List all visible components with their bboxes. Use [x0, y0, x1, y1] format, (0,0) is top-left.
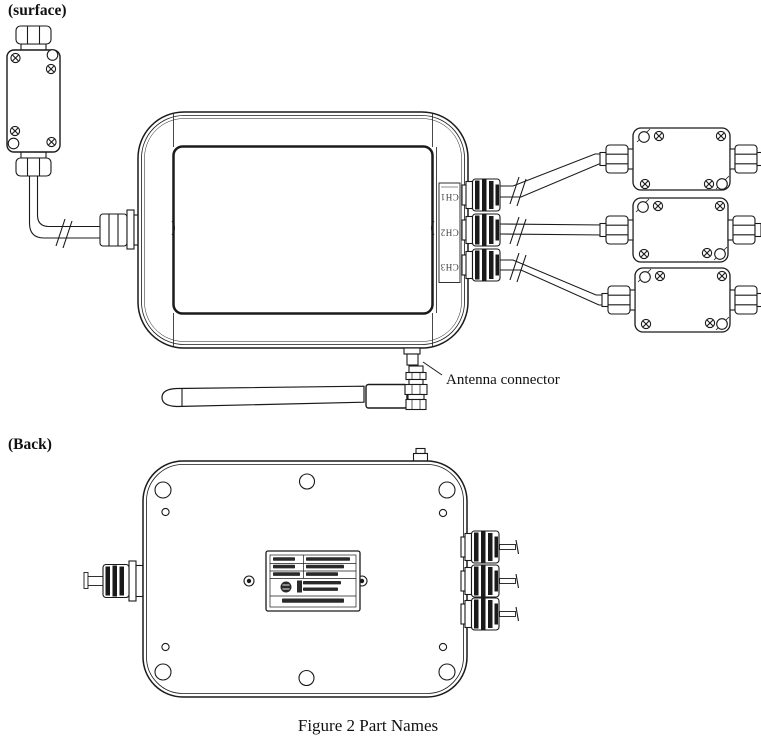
gland-icon: [15, 25, 52, 51]
screw-icon: [9, 125, 21, 137]
cable-break-icon: [516, 218, 527, 247]
screw-icon: [714, 200, 726, 212]
mounting-hole-icon: [46, 49, 59, 61]
screw-icon: [704, 317, 716, 329]
clip-icon: [171, 220, 175, 236]
screw-icon: [46, 136, 57, 148]
channel-3-label: CH3: [440, 262, 459, 272]
screw-icon: [640, 318, 652, 330]
channel-2-label: CH2: [440, 228, 459, 238]
small-hole-icon: [438, 508, 448, 518]
screw-icon: [701, 247, 713, 259]
center-hole-icon: [298, 669, 315, 687]
mounting-hole-icon: [716, 318, 728, 330]
nameplate: [265, 550, 361, 612]
gland-icon: [729, 144, 761, 174]
corner-hole-icon: [438, 481, 456, 499]
surface-view-label: (surface): [8, 2, 67, 19]
back-screw-icon: [243, 575, 255, 587]
sensor-junction-box: [6, 25, 61, 177]
gland-icon: [460, 597, 500, 631]
cert-mark-icon: [280, 581, 292, 593]
cable-break-icon: [509, 176, 520, 205]
mounting-hole-icon: [7, 137, 20, 150]
wire-pin: [515, 539, 520, 555]
antenna-sma-connector: [404, 365, 428, 411]
wire-pin: [499, 544, 516, 550]
screw-icon: [10, 52, 21, 64]
channel-1-label: CH1: [440, 192, 459, 202]
screw-icon: [653, 130, 665, 142]
main-unit-back: [142, 460, 468, 698]
screw-icon: [639, 178, 651, 190]
junction-box-2: [599, 197, 761, 263]
gland-icon: [15, 151, 52, 177]
screw-icon: [638, 248, 650, 260]
corner-hole-icon: [154, 481, 172, 499]
antenna-connector-stub: [403, 347, 421, 366]
gland-icon: [729, 285, 761, 315]
mounting-hole-icon: [639, 271, 651, 283]
back-right-glands: [460, 530, 520, 631]
ch1-connector: [461, 178, 501, 212]
cable-break-icon: [62, 220, 73, 249]
gland-icon: [601, 285, 636, 315]
small-hole-icon: [161, 507, 170, 517]
screw-icon: [45, 63, 57, 75]
back-antenna-stub: [412, 447, 429, 463]
small-hole-icon: [161, 642, 170, 652]
screw-icon: [652, 200, 664, 212]
wire-pin: [499, 578, 516, 584]
leader-line: [422, 361, 443, 376]
main-unit-front: CH1 CH2 CH3: [137, 111, 469, 366]
gland-icon: [599, 215, 634, 245]
gland-icon: [460, 530, 500, 564]
corner-hole-icon: [154, 663, 172, 681]
cable-break-icon: [516, 178, 527, 207]
screw-icon: [654, 270, 666, 282]
back-view: (Back): [8, 436, 520, 698]
screw-icon: [703, 178, 715, 190]
ch3-connector: [461, 248, 501, 282]
antenna: [161, 365, 428, 411]
cable-break-icon: [516, 254, 527, 283]
back-left-gland: [83, 560, 144, 602]
wire-pin: [499, 611, 516, 617]
left-cable-gland: [99, 209, 142, 250]
channel-label-strip: CH1 CH2 CH3: [438, 182, 461, 283]
small-hole-icon: [438, 642, 448, 652]
channel-cables: [498, 153, 605, 306]
surface-view: (surface): [6, 2, 761, 411]
ch2-connector: [461, 213, 501, 247]
mounting-hole-icon: [637, 201, 649, 213]
gland-icon: [599, 144, 634, 174]
junction-box-3: [601, 267, 761, 333]
gland-icon: [460, 564, 500, 598]
mounting-hole-icon: [638, 131, 650, 143]
junction-box-1: [599, 127, 761, 191]
figure-caption: Figure 2 Part Names: [298, 716, 438, 735]
cable-break-icon: [509, 216, 520, 245]
corner-hole-icon: [438, 663, 456, 681]
screw-icon: [715, 130, 727, 142]
wire-pin: [515, 573, 520, 589]
screw-icon: [716, 270, 728, 282]
center-hole-icon: [298, 473, 316, 490]
mounting-hole-icon: [714, 248, 726, 260]
back-view-label: (Back): [8, 436, 52, 453]
cable-break-icon: [55, 218, 66, 247]
clip-icon: [431, 220, 435, 236]
front-lid: [172, 145, 434, 315]
antenna-connector-label: Antenna connector: [446, 372, 560, 388]
wire-pin: [515, 606, 520, 622]
mounting-hole-icon: [716, 178, 728, 190]
cable-break-icon: [509, 252, 520, 281]
gland-icon: [727, 215, 761, 245]
sensor-cable: [28, 176, 100, 249]
